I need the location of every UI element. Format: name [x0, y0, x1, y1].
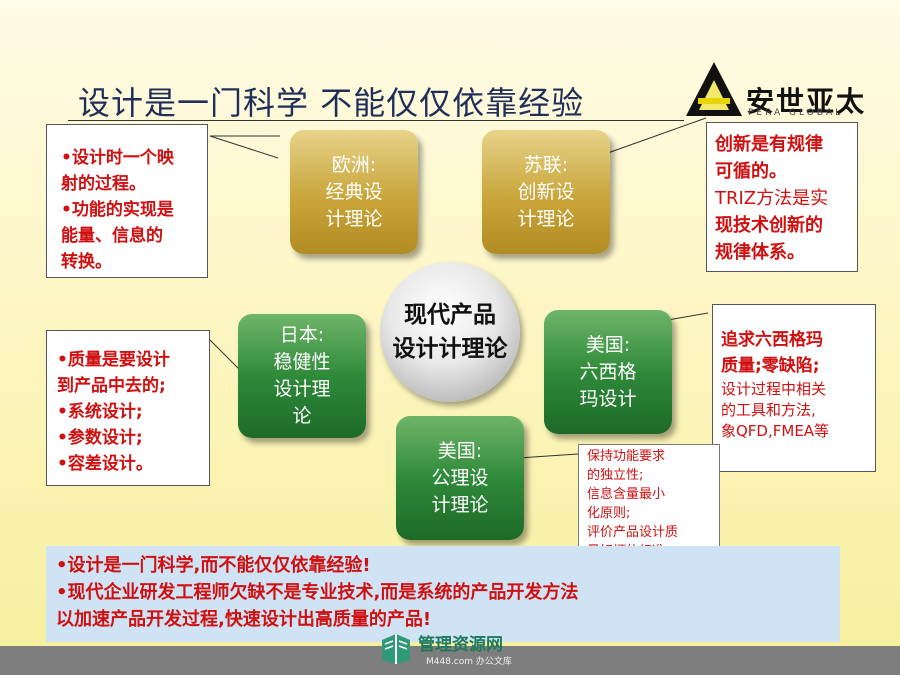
note-europe-line4: 能量、信息的 [61, 226, 163, 246]
tile-usa-six-line1: 美国: [585, 333, 631, 356]
logo-text: 安世亚太 [746, 85, 867, 118]
tile-europe-line2: 经典设 [325, 180, 383, 203]
note-japan-line5: •容差设计。 [57, 454, 153, 474]
tile-europe: 欧洲: 经典设 计理论 [290, 130, 418, 254]
tile-usa-six-line2: 六西格 [579, 360, 637, 383]
note-ussr-line5: 规律体系。 [715, 242, 805, 263]
tile-usa-six-sigma: 美国: 六西格 玛设计 [544, 310, 672, 434]
note-japan: •质量是要设计 到产品中去的; •系统设计; •参数设计; •容差设计。 [46, 330, 210, 486]
watermark-site: M448.com 办公文库 [426, 657, 512, 667]
watermark: 管理资源网 M448.com 办公文库 [380, 626, 580, 672]
note-europe-line5: 转换。 [61, 252, 112, 272]
tile-usa-axiom-line3: 计理论 [431, 493, 489, 516]
tile-ussr: 苏联: 创新设 计理论 [482, 130, 610, 254]
summary-line3: 以加速产品开发过程,快速设计出高质量的产品! [56, 609, 432, 630]
tile-japan-line2: 稳健性 [273, 351, 331, 373]
tile-usa-six-line3: 玛设计 [579, 387, 637, 410]
tile-japan-line3: 设计理 [273, 378, 331, 400]
hub-modern-design-theory: 现代产品 设计计理论 [380, 262, 520, 402]
tile-usa-axiom-line1: 美国: [437, 439, 483, 462]
note-japan-line1: •质量是要设计 [57, 350, 170, 370]
tile-japan-line1: 日本: [279, 324, 325, 346]
logo-subtext: PERA GLOBAL [748, 108, 844, 118]
note-usa-axiom-line2: 的独立性; [587, 468, 644, 483]
note-europe-line2: 射的过程。 [61, 174, 146, 194]
hub-line1: 现代产品 [404, 302, 496, 328]
footer-bar [0, 646, 900, 675]
slide-title: 设计是一门科学 不能仅仅依靠经验 [78, 84, 585, 122]
tile-ussr-line3: 计理论 [517, 207, 575, 230]
company-logo: 安世亚太 PERA GLOBAL [684, 58, 864, 124]
watermark-name: 管理资源网 [418, 635, 503, 655]
summary-line2: •现代企业研发工程师欠缺不是专业技术,而是系统的产品开发方法 [56, 582, 579, 603]
note-usa-axiom-line5: 评价产品设计质 [587, 525, 679, 540]
summary-line1: •设计是一门科学,而不能仅仅依靠经验! [56, 555, 371, 576]
note-japan-line4: •参数设计; [57, 428, 143, 448]
note-europe-line3: •功能的实现是 [61, 200, 174, 220]
tile-ussr-line2: 创新设 [517, 180, 575, 203]
note-japan-line2: 到产品中去的; [57, 376, 166, 396]
note-usa-six-line1: 追求六西格玛 [721, 330, 823, 350]
note-usa-six-line5: 象QFD,FMEA等 [721, 422, 830, 440]
note-europe-line1: •设计时一个映 [61, 148, 174, 168]
note-usa-six-sigma: 追求六西格玛 质量;零缺陷; 设计过程中相关 的工具和方法, 象QFD,FMEA… [712, 304, 876, 472]
note-usa-six-line2: 质量;零缺陷; [721, 356, 820, 376]
note-ussr-line1: 创新是有规律 [715, 134, 823, 155]
tile-europe-line1: 欧洲: [331, 153, 377, 176]
hub-line2: 设计计理论 [392, 336, 508, 362]
note-usa-six-line3: 设计过程中相关 [721, 380, 827, 398]
note-ussr-line3: TRIZ方法是实 [715, 188, 829, 209]
tile-europe-line3: 计理论 [325, 207, 383, 230]
book-logo-icon [382, 634, 410, 664]
summary-band: •设计是一门科学,而不能仅仅依靠经验! •现代企业研发工程师欠缺不是专业技术,而… [46, 546, 840, 642]
tile-ussr-line1: 苏联: [523, 153, 569, 176]
note-europe: •设计时一个映 射的过程。 •功能的实现是 能量、信息的 转换。 [46, 124, 208, 278]
title-underline [68, 120, 684, 121]
tile-japan: 日本: 稳健性 设计理 论 [238, 314, 366, 438]
note-ussr-line2: 可循的。 [715, 161, 787, 182]
note-ussr-line4: 现技术创新的 [715, 215, 823, 236]
note-usa-six-line4: 的工具和方法, [721, 401, 816, 419]
tile-usa-axiom-line2: 公理设 [431, 466, 489, 489]
note-japan-line3: •系统设计; [57, 402, 143, 422]
tile-japan-line4: 论 [292, 405, 312, 427]
note-usa-axiom-line1: 保持功能要求 [587, 449, 666, 464]
tile-usa-axiomatic: 美国: 公理设 计理论 [396, 416, 524, 540]
logo-mark-icon [686, 62, 742, 116]
note-ussr: 创新是有规律 可循的。 TRIZ方法是实 现技术创新的 规律体系。 [706, 122, 858, 272]
note-usa-axiom-line3: 信息含量最小 [587, 487, 666, 502]
note-usa-axiom-line4: 化原则; [587, 506, 631, 521]
